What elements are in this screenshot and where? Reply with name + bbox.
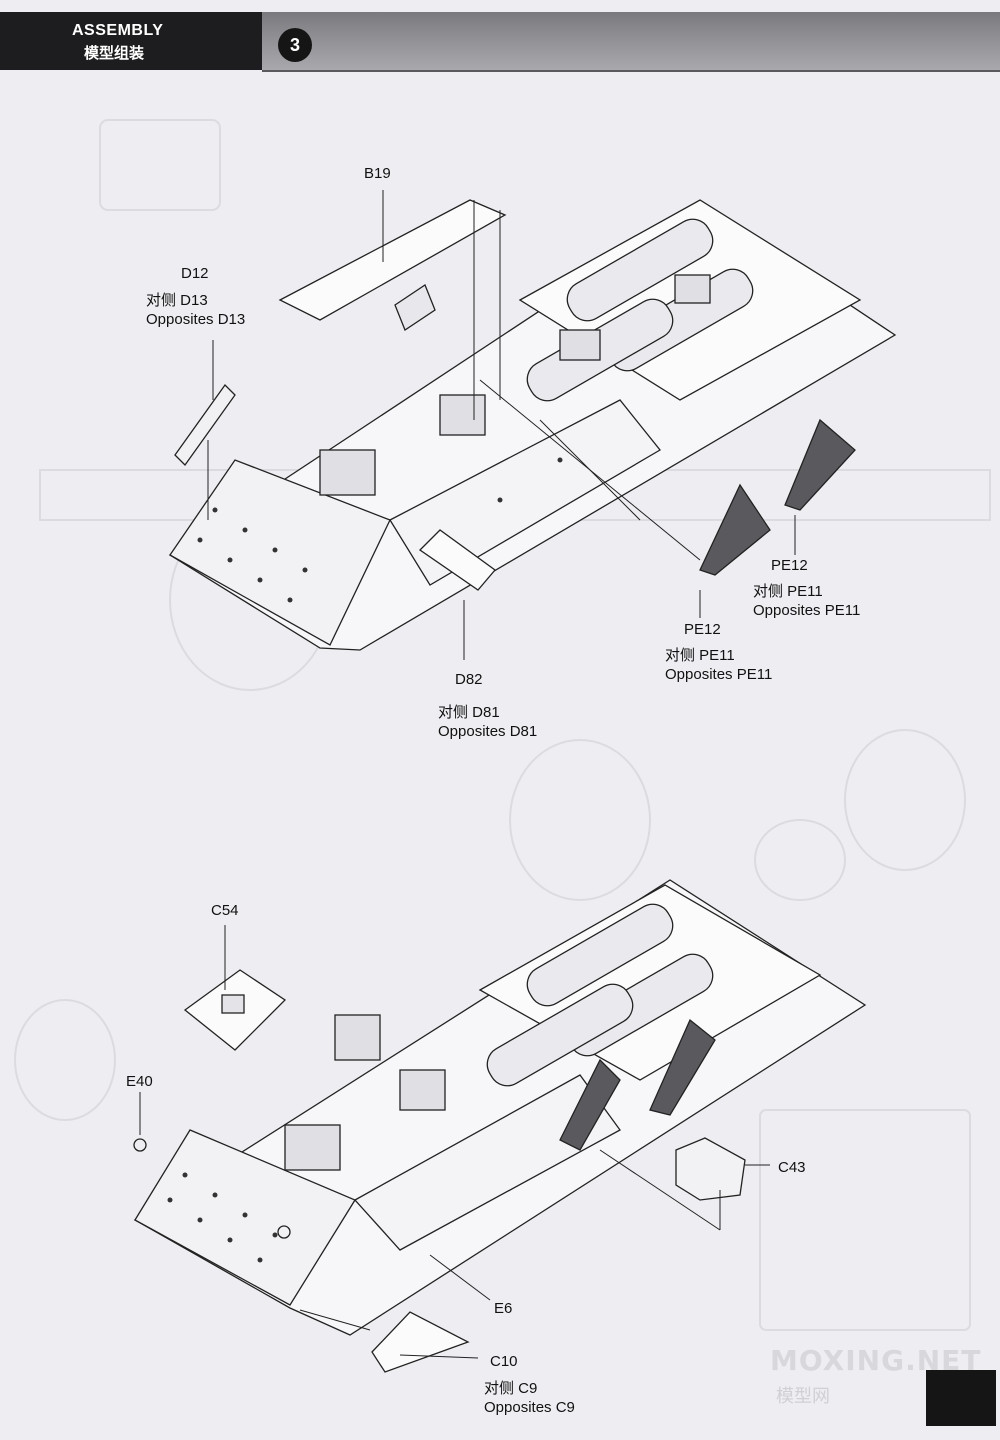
watermark-subtext: 模型网 [776, 1386, 830, 1406]
opposite-cn-pe11-a: 对侧 PE11 [753, 583, 823, 600]
section-title: ASSEMBLY [72, 22, 164, 39]
opposite-cn-d81: 对侧 D81 [438, 704, 500, 721]
part-note-pe11-left: 对侧 PE11 Opposites PE11 [665, 646, 772, 684]
part-note-d81: 对侧 D81 Opposites D81 [438, 703, 537, 741]
part-note-pe11-right: 对侧 PE11 Opposites PE11 [753, 582, 860, 620]
opposite-en-pe11-b: Opposites PE11 [665, 666, 773, 683]
background-showthrough [14, 119, 991, 1331]
part-label-c10: C10 [490, 1353, 518, 1370]
part-label-e40: E40 [126, 1073, 153, 1090]
part-label-c54: C54 [211, 902, 239, 919]
lower-hull-assembly [133, 879, 867, 1373]
part-label-c43: C43 [778, 1159, 806, 1176]
opposite-en-pe11-a: Opposites PE11 [753, 602, 861, 619]
part-label-c10-group: C10 [490, 1352, 518, 1371]
part-label-pe12-right: PE12 [771, 556, 808, 575]
header-title-block [0, 12, 262, 70]
part-note-c9: 对侧 C9 Opposites C9 [484, 1379, 575, 1417]
part-label-d12-group: D12 [181, 264, 209, 283]
part-label-pe12-a: PE12 [771, 557, 808, 574]
opposite-cn-pe11-b: 对侧 PE11 [665, 647, 735, 664]
opposite-en-d13: Opposites D13 [146, 311, 246, 328]
part-label-e6: E6 [494, 1300, 513, 1317]
header-bar: ASSEMBLY 模型组装 3 [0, 0, 1000, 72]
upper-leader-lines [207, 190, 796, 660]
header-gray-band [262, 12, 1000, 72]
section-subtitle: 模型组装 [84, 45, 145, 62]
page-corner-block [926, 1370, 996, 1426]
lower-leader-lines [139, 925, 770, 1359]
opposite-cn-c9: 对侧 C9 [484, 1380, 538, 1397]
part-label-pe12-b: PE12 [684, 621, 721, 638]
opposite-en-d81: Opposites D81 [438, 723, 538, 740]
part-label-b19: B19 [364, 165, 391, 182]
opposite-en-c9: Opposites C9 [484, 1399, 575, 1416]
part-note-d13: 对侧 D13 Opposites D13 [146, 291, 245, 329]
part-label-d82: D82 [455, 671, 483, 688]
part-label-d12: D12 [181, 265, 209, 282]
opposite-cn-d13: 对侧 D13 [146, 292, 208, 309]
step-number-badge: 3 [278, 28, 312, 62]
upper-hull-assembly [168, 199, 897, 651]
part-label-d82-group: D82 [455, 670, 483, 689]
part-label-pe12-left: PE12 [684, 620, 721, 639]
